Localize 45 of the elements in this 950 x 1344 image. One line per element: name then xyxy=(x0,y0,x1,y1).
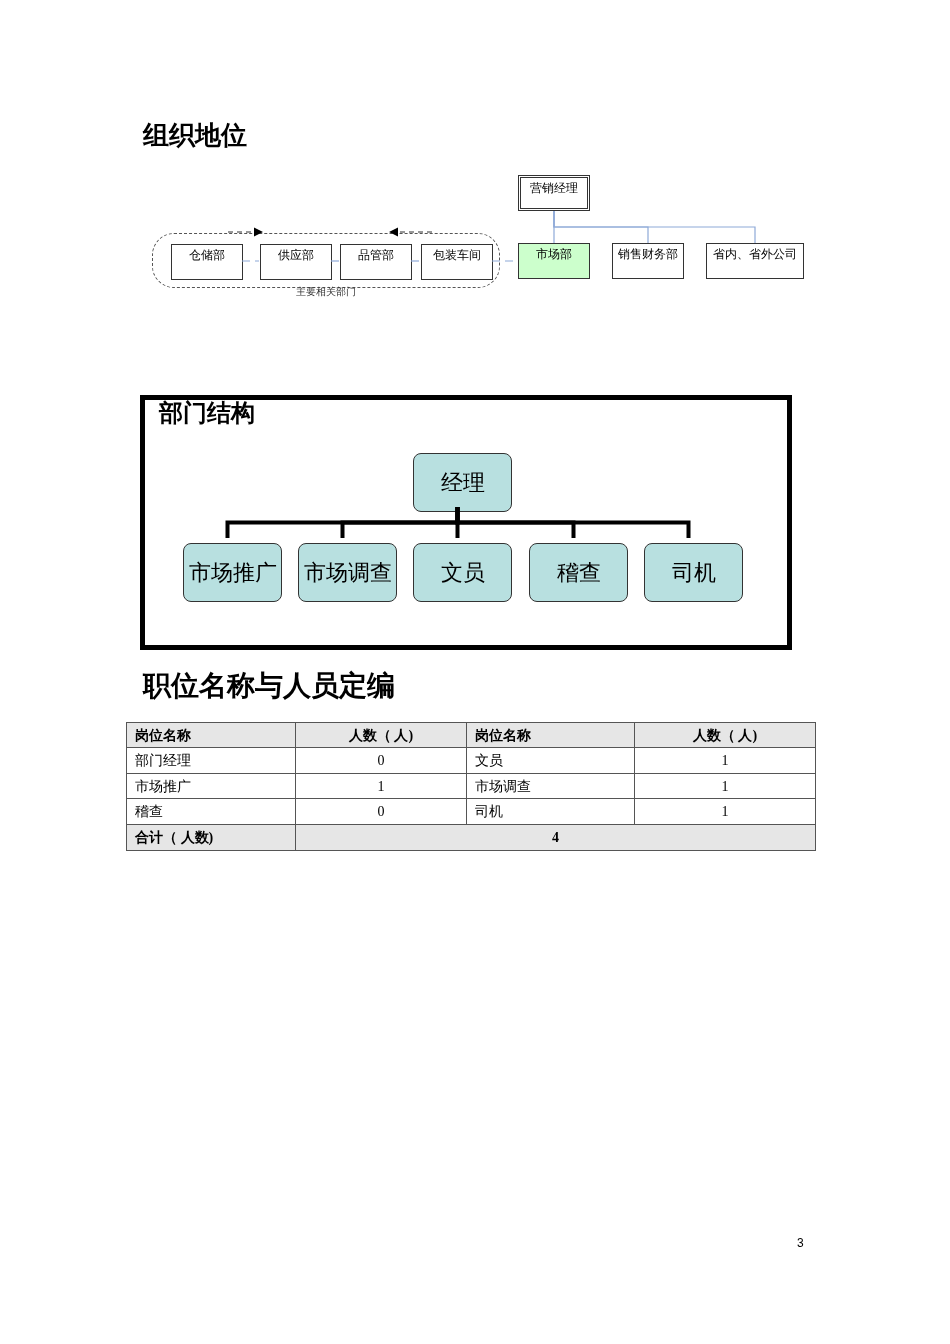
node-label: 稽查 xyxy=(556,559,601,586)
department-box xyxy=(171,244,243,280)
node-label: 包装车间 xyxy=(433,247,481,263)
table-cell: 4 xyxy=(295,824,816,851)
position-box xyxy=(413,453,512,512)
connector-line xyxy=(330,260,340,262)
connector-line xyxy=(241,260,260,262)
node-label: 经理 xyxy=(440,469,485,496)
table-cell: 人数（ 人) xyxy=(634,722,816,748)
table-cell: 合计（ 人数) xyxy=(126,824,296,851)
position-box xyxy=(529,543,628,602)
department-box xyxy=(421,244,493,280)
connector-line xyxy=(410,260,421,262)
connector-line xyxy=(553,210,756,244)
node-label: 市场推广 xyxy=(188,559,277,586)
node-label: 司机 xyxy=(671,559,716,586)
department-box xyxy=(260,244,332,280)
position-box xyxy=(644,543,743,602)
manager-box xyxy=(518,175,590,211)
section-title: 组织地位 xyxy=(143,120,247,152)
connector-line xyxy=(455,507,691,538)
highlighted-department-box xyxy=(518,243,590,279)
position-box xyxy=(183,543,282,602)
node-label: 文员 xyxy=(440,559,485,586)
node-label: 市场部 xyxy=(536,246,572,262)
table-cell: 岗位名称 xyxy=(126,722,296,748)
section-title: 部门结构 xyxy=(159,399,255,428)
department-box xyxy=(340,244,412,280)
node-label: 供应部 xyxy=(278,247,314,263)
section-title: 职位名称与人员定编 xyxy=(143,669,395,703)
department-box xyxy=(612,243,684,279)
table-cell: 人数（ 人) xyxy=(295,722,467,748)
page-number: 3 xyxy=(797,1235,804,1252)
department-box xyxy=(706,243,804,279)
node-label: 省内、省外公司 xyxy=(713,246,797,262)
node-label: 市场调查 xyxy=(303,559,392,586)
node-label: 营销经理 xyxy=(530,180,578,196)
frame-box xyxy=(140,395,792,650)
position-box xyxy=(413,543,512,602)
node-label: 仓储部 xyxy=(189,247,225,263)
position-box xyxy=(298,543,397,602)
node-label: 销售财务部 xyxy=(618,246,678,262)
node-label: 品管部 xyxy=(358,247,394,263)
table-cell: 岗位名称 xyxy=(466,722,635,748)
group-label: 主要相关部门 xyxy=(296,286,356,298)
